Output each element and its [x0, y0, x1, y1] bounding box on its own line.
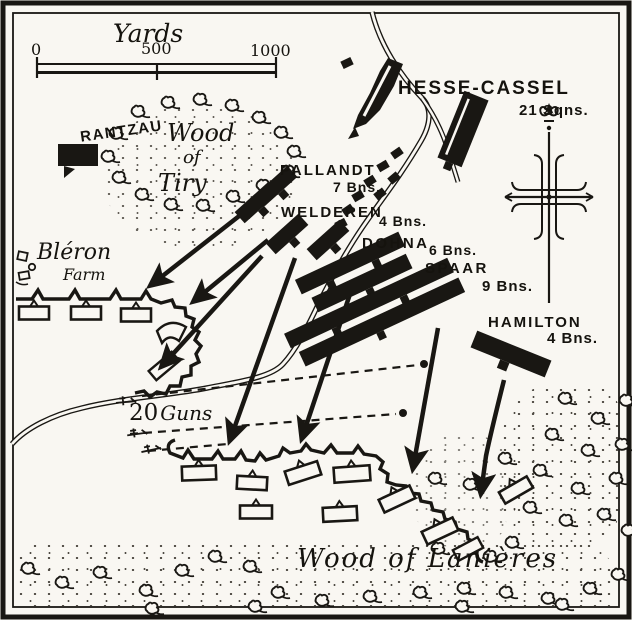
bar-hamilton	[470, 330, 552, 378]
scale-title: Yards	[113, 19, 184, 48]
attack-arrow-dohna	[225, 257, 298, 446]
label-welderen: WELDEREN	[281, 204, 383, 221]
battery-word: Guns	[160, 401, 213, 425]
fire-line-dot-2	[399, 409, 407, 417]
label-hamilton: HAMILTON	[488, 314, 582, 331]
salient-curved-redoubt	[155, 321, 188, 346]
label-wood-tiry-2: of	[183, 147, 201, 168]
cavalry-block-hesse-2	[437, 90, 489, 172]
scale-tick-0: 0	[31, 40, 42, 59]
lanieres-trees	[20, 391, 632, 616]
stipple-wood-tiry	[102, 104, 298, 250]
attack-arrows	[146, 211, 507, 500]
label-spaar-strength: 9 Bns.	[482, 278, 534, 295]
label-wood-tiry-1: Wood	[167, 119, 235, 147]
infantry-bars	[234, 165, 552, 378]
redoubts	[17, 298, 535, 563]
rantzau-unit-block	[58, 144, 98, 178]
bar-spaar-front	[298, 277, 466, 367]
cavalry-block-hesse-1	[348, 58, 403, 139]
label-dohna: DOHNA	[362, 235, 430, 252]
bar-welderen-1	[265, 213, 309, 255]
north-fleur-icon	[544, 103, 554, 114]
label-dohna-strength: 6 Bns.	[429, 242, 478, 258]
label-hesse-strength: 21 Sqns.	[519, 102, 589, 119]
label-spaar: SPAAR	[425, 260, 489, 277]
attack-arrow-hamilton	[471, 379, 507, 500]
label-hesse-cassel: HESSE-CASSEL	[398, 78, 570, 99]
fire-line-dot-1	[420, 360, 428, 368]
attack-arrow-pallandt	[146, 211, 245, 289]
fire-lines	[129, 360, 428, 453]
label-wood-tiry-3: Tiry	[158, 169, 207, 197]
scale-bar	[35, 57, 278, 80]
attack-arrow-welderen	[189, 238, 270, 306]
attack-arrow-right	[404, 327, 441, 475]
label-farm: Farm	[63, 265, 106, 284]
battery-count: 20	[129, 400, 159, 426]
label-pallandt: PALLANDT	[280, 162, 376, 179]
farm-icon	[15, 250, 37, 286]
label-bleron: Bléron	[37, 240, 112, 265]
scale-tick-1000: 1000	[250, 41, 291, 60]
label-pallandt-strength: 7 Bns.	[333, 179, 382, 195]
bar-pallandt-2	[254, 165, 298, 207]
bar-welderen-2	[306, 219, 350, 261]
stipple-wood-lanieres-band	[14, 540, 618, 606]
scale-tick-500: 500	[141, 39, 172, 58]
label-wood-lanieres: Wood of Lanières	[297, 544, 559, 574]
label-hamilton-strength: 4 Bns.	[547, 330, 599, 347]
compass-rose-icon	[504, 103, 594, 303]
label-welderen-strength: 4 Bns.	[379, 213, 428, 229]
attack-arrow-salient	[157, 254, 264, 371]
